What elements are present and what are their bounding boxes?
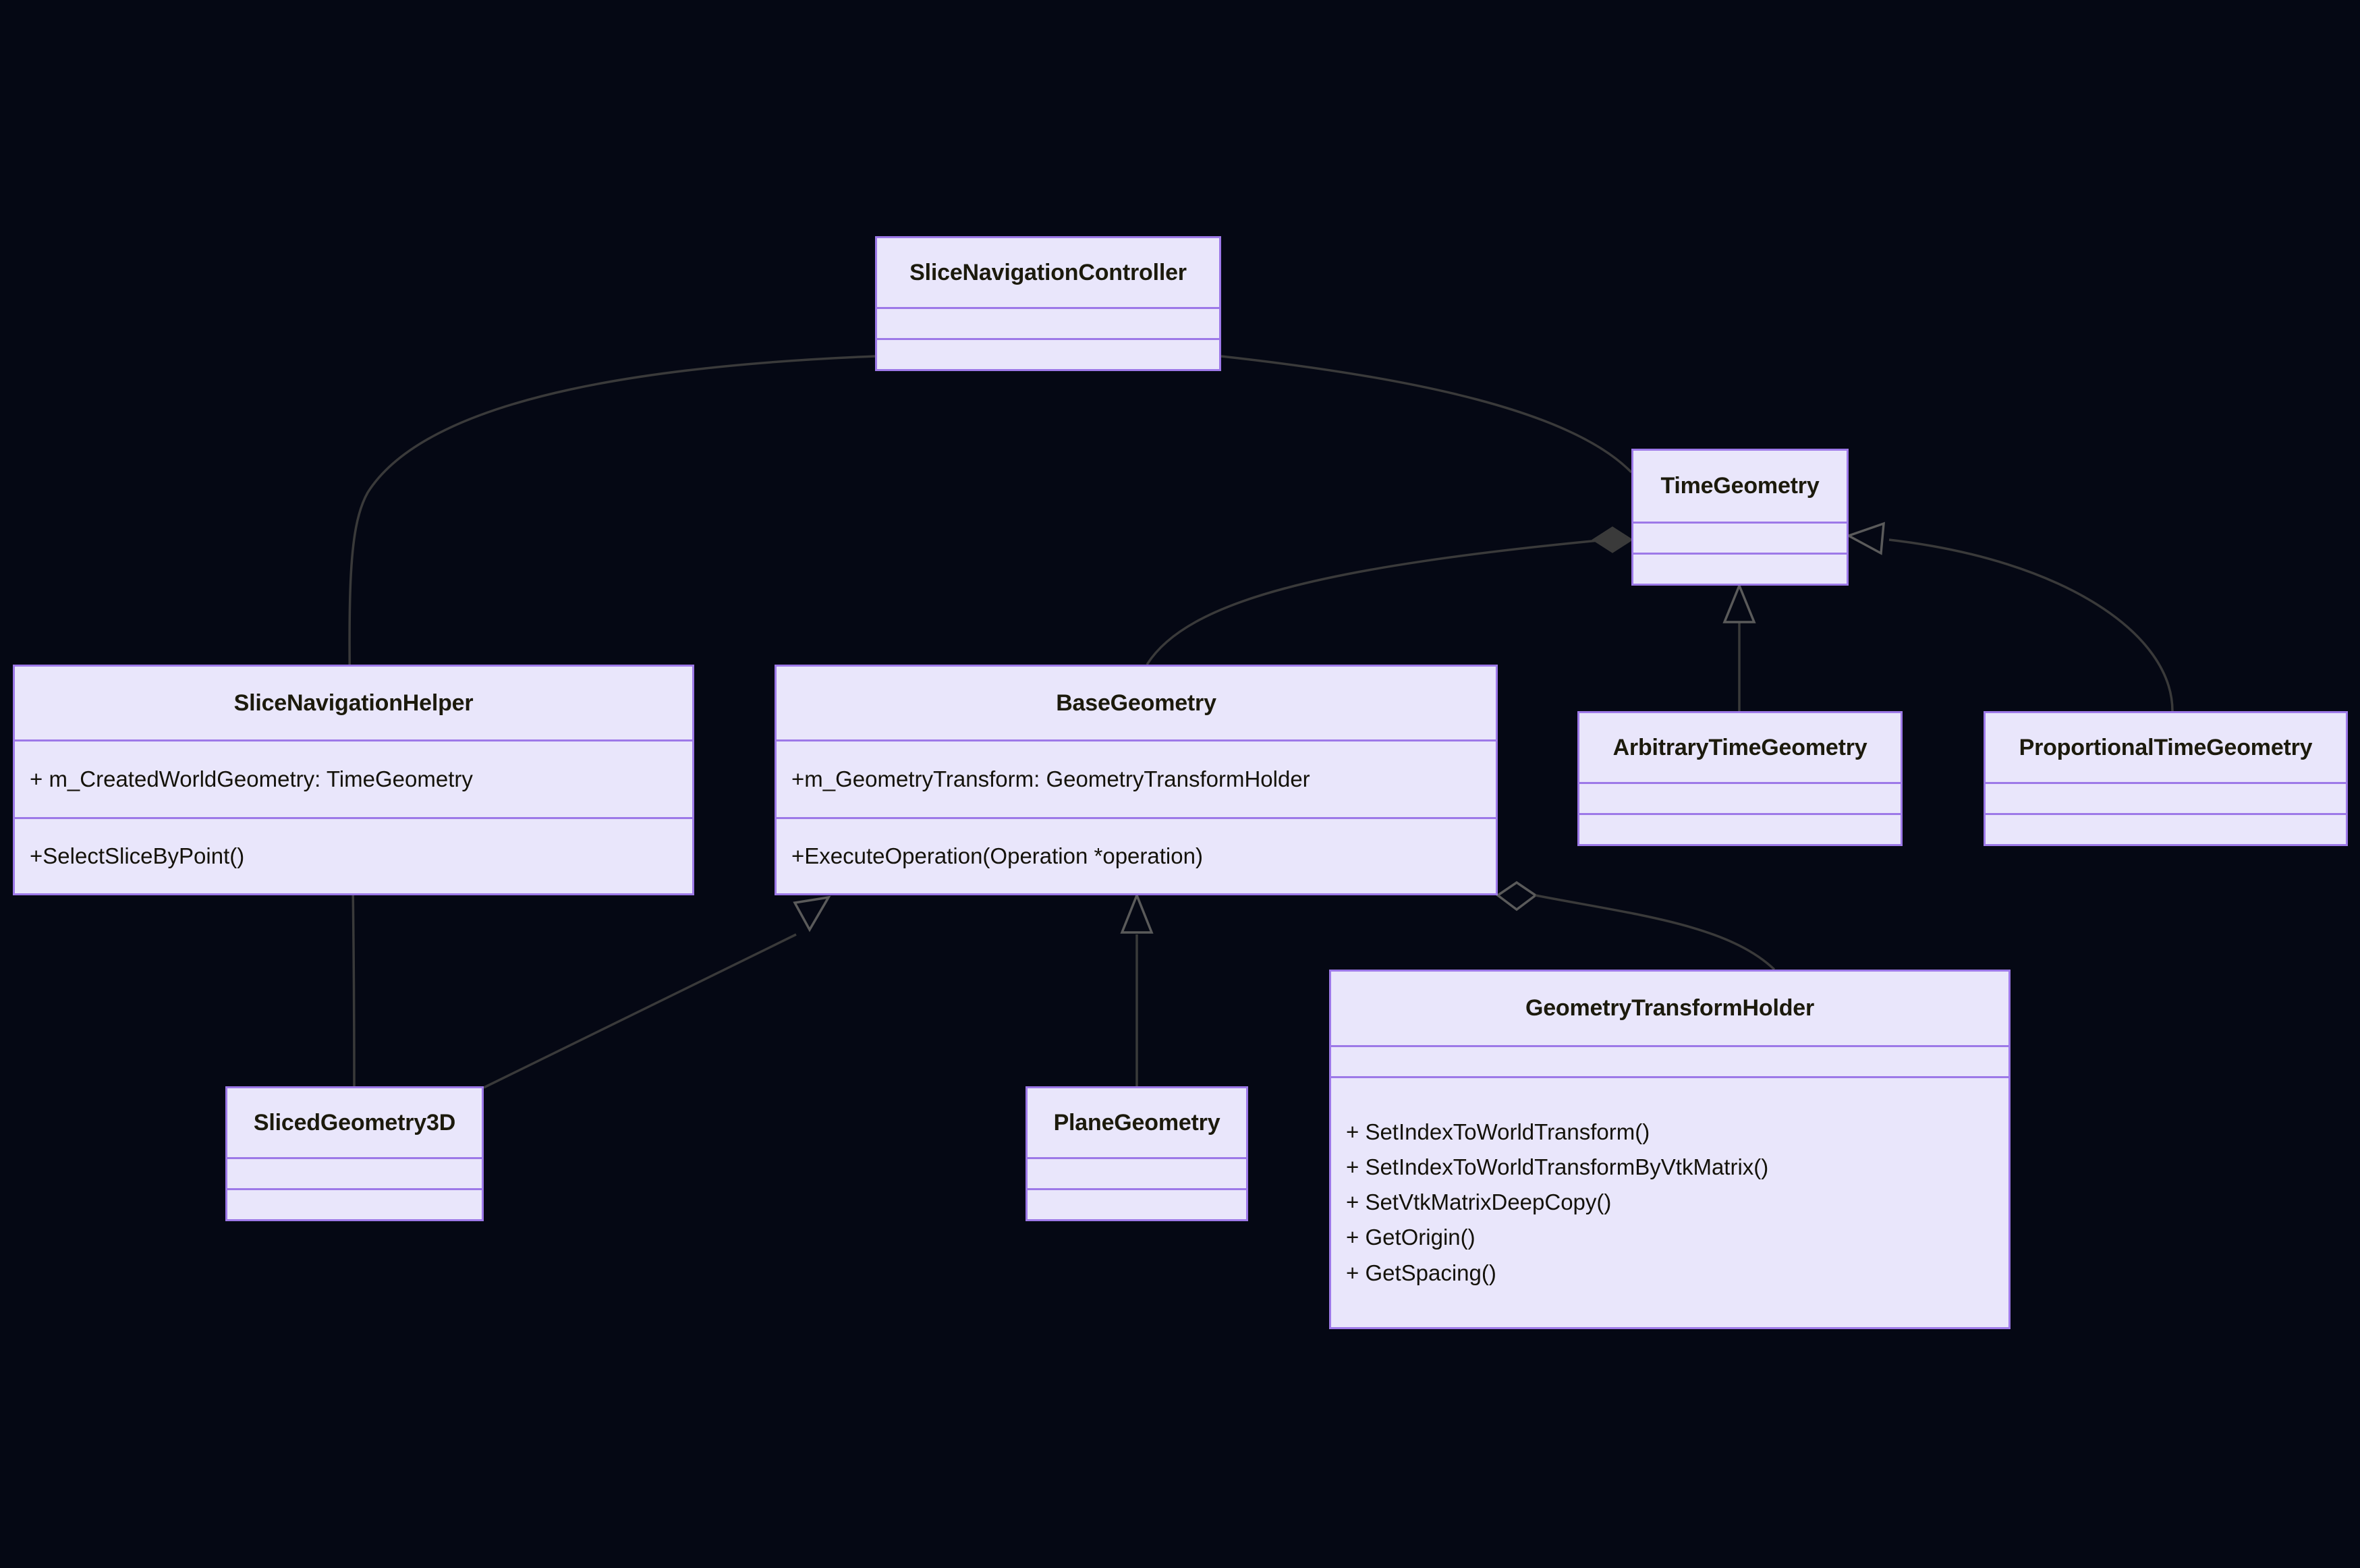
operations-compartment: + SetIndexToWorldTransform() + SetIndexT… <box>1331 1078 2008 1327</box>
compartment-divider <box>1331 1075 2008 1078</box>
operations-compartment: +SelectSliceByPoint() <box>15 819 692 893</box>
attributes-compartment <box>227 1159 482 1188</box>
edge-proportional-to-timegeometry <box>1888 538 2174 712</box>
hollow-triangle-marker-sliced <box>793 895 831 932</box>
operations-compartment <box>1986 815 2346 844</box>
class-box-slice-navigation-controller[interactable]: SliceNavigationController <box>875 236 1221 371</box>
hollow-triangle-marker-proportional <box>1845 522 1885 555</box>
attributes-compartment <box>1986 784 2346 813</box>
edge-basegeometry-to-gth <box>1535 894 1776 971</box>
class-title-time-geometry: TimeGeometry <box>1660 473 1820 499</box>
operation-row: + GetOrigin() <box>1346 1225 1476 1250</box>
attributes-compartment <box>1579 784 1901 813</box>
class-box-proportional-time-geometry[interactable]: ProportionalTimeGeometry <box>1984 711 2348 846</box>
class-box-slice-navigation-helper[interactable]: SliceNavigationHelper + m_CreatedWorldGe… <box>13 665 694 895</box>
class-title-sliced-geometry-3d: SlicedGeometry3D <box>253 1109 456 1136</box>
attribute-row: +m_GeometryTransform: GeometryTransformH… <box>791 766 1310 791</box>
compartment-divider <box>15 739 692 742</box>
compartment-divider <box>877 338 1219 340</box>
operation-row: +SelectSliceByPoint() <box>30 843 245 868</box>
filled-diamond-marker <box>1592 526 1633 553</box>
class-title-plane-geometry: PlaneGeometry <box>1053 1109 1220 1136</box>
compartment-divider <box>15 817 692 819</box>
edge-slicedgeometry3d-to-basegeometry <box>483 933 797 1089</box>
operation-row: + SetIndexToWorldTransform() <box>1346 1119 1650 1144</box>
edge-snc-to-timegeometry <box>1220 355 1633 474</box>
hollow-diamond-marker <box>1495 880 1538 912</box>
operation-row: +ExecuteOperation(Operation *operation) <box>791 843 1203 868</box>
class-title-proportional-time-geometry: ProportionalTimeGeometry <box>2019 734 2313 760</box>
compartment-divider <box>1579 813 1901 815</box>
compartment-divider <box>1633 553 1847 555</box>
operation-row: + SetIndexToWorldTransformByVtkMatrix() <box>1346 1154 1769 1180</box>
compartment-divider <box>1986 813 2346 815</box>
attribute-row: + m_CreatedWorldGeometry: TimeGeometry <box>30 766 473 791</box>
operation-row: + SetVtkMatrixDeepCopy() <box>1346 1189 1612 1215</box>
compartment-divider <box>1028 1188 1246 1190</box>
class-box-time-geometry[interactable]: TimeGeometry <box>1631 449 1849 586</box>
class-title-slice-navigation-helper: SliceNavigationHelper <box>233 690 474 716</box>
hollow-triangle-marker-plane <box>1120 892 1154 934</box>
compartment-divider <box>1028 1157 1246 1159</box>
operations-compartment <box>1028 1190 1246 1219</box>
class-box-geometry-transform-holder[interactable]: GeometryTransformHolder + SetIndexToWorl… <box>1329 970 2011 1329</box>
operations-compartment <box>1633 555 1847 584</box>
attributes-compartment: +m_GeometryTransform: GeometryTransformH… <box>777 741 1496 817</box>
operations-compartment <box>877 340 1219 369</box>
operations-compartment <box>1579 815 1901 844</box>
compartment-divider <box>227 1188 482 1190</box>
compartment-divider <box>777 739 1496 742</box>
class-title-base-geometry: BaseGeometry <box>1056 690 1216 716</box>
attributes-compartment <box>1633 524 1847 553</box>
class-box-sliced-geometry-3d[interactable]: SlicedGeometry3D <box>225 1086 484 1221</box>
class-box-base-geometry[interactable]: BaseGeometry +m_GeometryTransform: Geome… <box>775 665 1498 895</box>
attributes-compartment <box>877 309 1219 338</box>
compartment-divider <box>227 1157 482 1159</box>
attributes-compartment: + m_CreatedWorldGeometry: TimeGeometry <box>15 741 692 817</box>
compartment-divider <box>877 307 1219 309</box>
operations-compartment: +ExecuteOperation(Operation *operation) <box>777 819 1496 893</box>
operations-compartment <box>227 1190 482 1219</box>
compartment-divider <box>777 817 1496 819</box>
class-title-geometry-transform-holder: GeometryTransformHolder <box>1525 995 1815 1021</box>
compartment-divider <box>1579 782 1901 784</box>
class-box-arbitrary-time-geometry[interactable]: ArbitraryTimeGeometry <box>1577 711 1903 846</box>
class-box-plane-geometry[interactable]: PlaneGeometry <box>1026 1086 1248 1221</box>
compartment-divider <box>1331 1044 2008 1047</box>
attributes-compartment <box>1331 1047 2008 1076</box>
operation-row: + GetSpacing() <box>1346 1260 1496 1285</box>
compartment-divider <box>1986 782 2346 784</box>
class-title-arbitrary-time-geometry: ArbitraryTimeGeometry <box>1612 734 1867 760</box>
class-title-slice-navigation-controller: SliceNavigationController <box>909 259 1187 285</box>
attributes-compartment <box>1028 1159 1246 1188</box>
compartment-divider <box>1633 522 1847 524</box>
edge-basegeometry-to-timegeometry <box>1146 538 1606 665</box>
hollow-triangle-marker-arbitrary <box>1722 582 1756 623</box>
